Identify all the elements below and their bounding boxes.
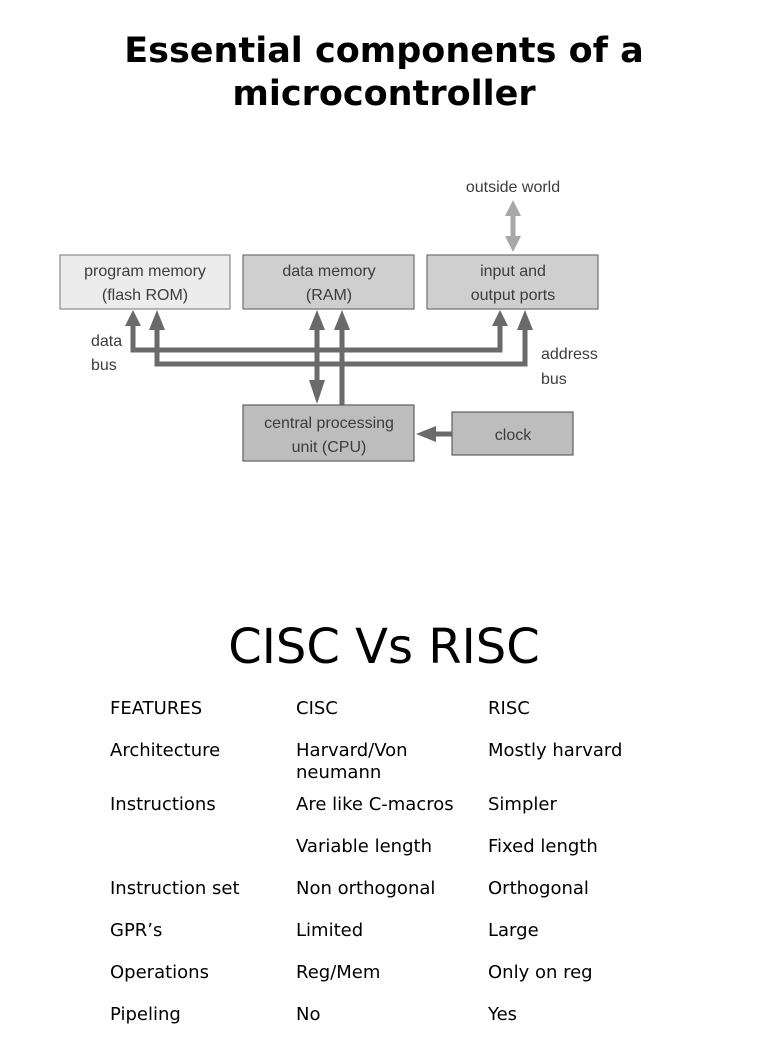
address-bus-sublabel: bus [541,371,567,388]
address-bus-label: address [541,346,598,363]
cpu-sublabel: unit (CPU) [292,439,367,456]
cpu-block: central processing unit (CPU) [242,404,415,462]
clock-block: clock [451,411,574,456]
cisc-cell: Variable length [296,836,432,857]
cpu-label: central processing [264,415,394,432]
cisc-cell: Harvard/Von neumann [296,740,408,783]
slide-title: Essential components of a microcontrolle… [0,30,768,116]
cisc-risc-table-body: FEATURES CISC RISC Architecture Harvard/Von … [110,698,638,1044]
cisc-risc-table: FEATURES CISC RISC Architecture Harvard/Von … [110,698,638,1044]
risc-cell: RISC [488,698,530,719]
outside-world-label: outside world [466,179,560,196]
program-memory-label: program memory [84,263,206,280]
program-memory-block: program memory (flash ROM) [59,254,231,310]
data-bus-label: data [91,333,122,350]
cisc-cell: Limited [296,920,364,941]
table-row: Variable length Fixed length [110,836,638,878]
cisc-cell: CISC [296,698,338,719]
bus-lines [130,320,528,437]
cisc-cell: No [296,1004,321,1025]
slide-title-line-2: microcontroller [232,74,536,114]
data-memory-sublabel: (RAM) [306,287,352,304]
cisc-cell: Non orthogonal [296,878,436,899]
feature-cell: FEATURES [110,698,203,719]
data-memory-block: data memory (RAM) [242,254,415,310]
slide-title-line-1: Essential components of a [124,31,644,71]
table-row: Pipeling No Yes [110,1004,638,1044]
io-ports-label: input and [480,263,546,280]
io-ports-sublabel: output ports [471,287,556,304]
clock-label: clock [495,427,532,444]
cisc-cell: Are like C-macros [296,794,454,815]
section-title: CISC Vs RISC [228,619,540,675]
risc-cell: Large [488,920,539,941]
risc-cell: Orthogonal [488,878,589,899]
feature-cell: Pipeling [110,1004,181,1025]
feature-cell: GPR’s [110,920,163,941]
table-row: Instruction set Non orthogonal Orthogonal [110,878,638,920]
feature-cell: Instructions [110,794,216,815]
outside-world-arrow [505,200,521,252]
microcontroller-block-diagram: outside world program memory (flash ROM)… [59,179,599,462]
risc-cell: Simpler [488,794,557,815]
table-row: Architecture Harvard/Von neumann Mostly ha… [110,740,638,794]
program-memory-sublabel: (flash ROM) [102,287,188,304]
cisc-cell: Reg/Mem [296,962,381,983]
risc-cell: Only on reg [488,962,593,983]
io-ports-block: input and output ports [426,254,599,310]
table-row: Operations Reg/Mem Only on reg [110,962,638,1004]
feature-cell: Instruction set [110,878,240,899]
feature-cell: Architecture [110,740,221,761]
risc-cell: Mostly harvard [488,740,623,761]
bus-arrows [125,310,533,442]
risc-cell: Yes [488,1004,518,1025]
risc-cell: Fixed length [488,836,598,857]
feature-cell [110,836,296,878]
feature-cell: Operations [110,962,209,983]
table-row: Instructions Are like C-macros Simpler [110,794,638,836]
data-bus-sublabel: bus [91,357,117,374]
data-memory-label: data memory [282,263,375,280]
table-header-row: FEATURES CISC RISC [110,698,638,740]
table-row: GPR’s Limited Large [110,920,638,962]
